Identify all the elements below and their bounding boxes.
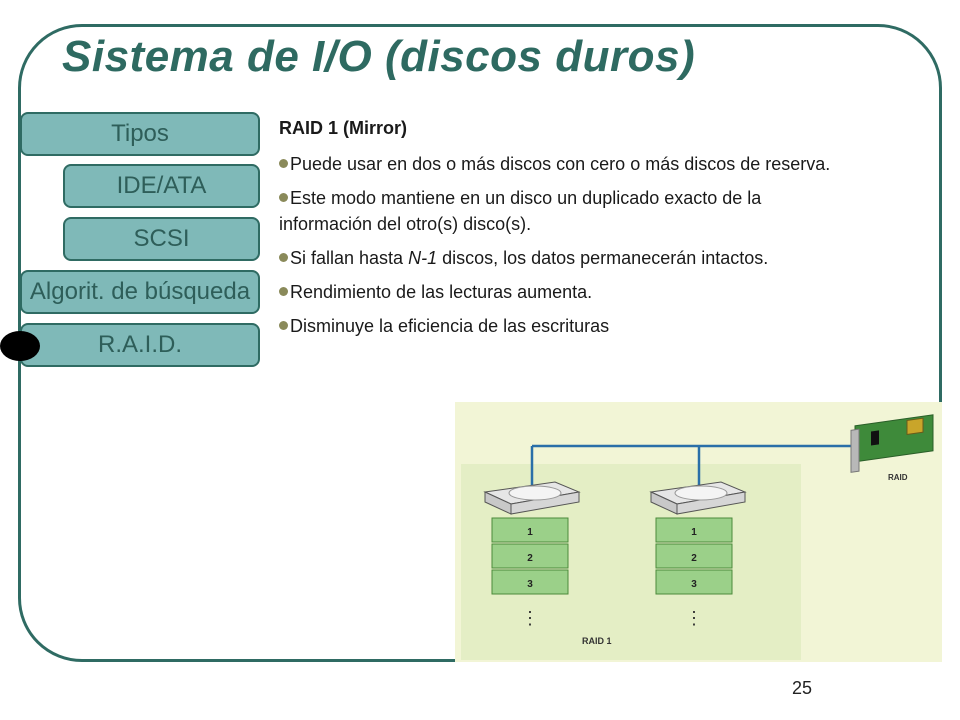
bullet-list: Puede usar en dos o más discos con cero … [279, 151, 839, 339]
raid1-array-label: RAID 1 [582, 636, 612, 646]
content-area: RAID 1 (Mirror) Puede usar en dos o más … [279, 118, 839, 347]
disk-blocks-left: 1 2 3 ⋮ [491, 517, 569, 628]
bullet-icon [279, 287, 288, 296]
bullet-text: Disminuye la eficiencia de las escritura… [290, 316, 610, 336]
nav-button-tipos[interactable]: Tipos [20, 112, 260, 156]
block-label: 2 [691, 553, 697, 564]
nav-button-algoritmos-busqueda[interactable]: Algorit. de búsqueda [20, 270, 260, 314]
bullet-icon [279, 193, 288, 202]
bullet-icon [279, 253, 288, 262]
raid1-heading: RAID 1 (Mirror) [279, 118, 408, 138]
bullet-item: Este modo mantiene en un disco un duplic… [279, 185, 839, 237]
bullet-text: Rendimiento de las lecturas aumenta. [290, 282, 593, 302]
bullet-text: Puede usar en dos o más discos con cero … [290, 154, 831, 174]
bullet-text-pre: Si fallan hasta [290, 248, 409, 268]
block-label: 3 [691, 579, 697, 590]
nav-button-scsi[interactable]: SCSI [63, 217, 260, 261]
hard-disk-icon-right [649, 481, 747, 515]
nav-button-raid[interactable]: R.A.I.D. [20, 323, 260, 367]
raid1-diagram: RAID 1 2 3 ⋮ 1 2 3 ⋮ RAID 1 [455, 402, 942, 662]
disk-blocks-right: 1 2 3 ⋮ [655, 517, 733, 628]
bullet-item: Puede usar en dos o más discos con cero … [279, 151, 839, 177]
bullet-text-em: N-1 [408, 248, 438, 268]
bullet-item: Disminuye la eficiencia de las escritura… [279, 313, 839, 339]
block-label: 1 [527, 527, 533, 538]
bullet-text-post: discos, los datos permanecerán intactos. [437, 248, 769, 268]
ellipsis-icon: ⋮ [521, 608, 539, 628]
nav-button-ide-ata[interactable]: IDE/ATA [63, 164, 260, 208]
page-number: 25 [792, 678, 813, 698]
bullet-icon [279, 321, 288, 330]
raid-controller-label: RAID [888, 473, 908, 482]
ellipsis-icon: ⋮ [685, 608, 703, 628]
block-label: 2 [527, 553, 533, 564]
bullet-icon [279, 159, 288, 168]
bullet-item: Rendimiento de las lecturas aumenta. [279, 279, 839, 305]
block-label: 3 [527, 579, 533, 590]
hard-disk-icon-left [483, 481, 581, 515]
slide-title: Sistema de I/O (discos duros) [62, 32, 696, 81]
controller-card-icon [850, 414, 934, 473]
block-label: 1 [691, 527, 697, 538]
current-section-marker [0, 331, 40, 361]
bullet-text: Este modo mantiene en un disco un duplic… [279, 188, 762, 234]
bullet-item: Si fallan hasta N-1 discos, los datos pe… [279, 245, 839, 271]
